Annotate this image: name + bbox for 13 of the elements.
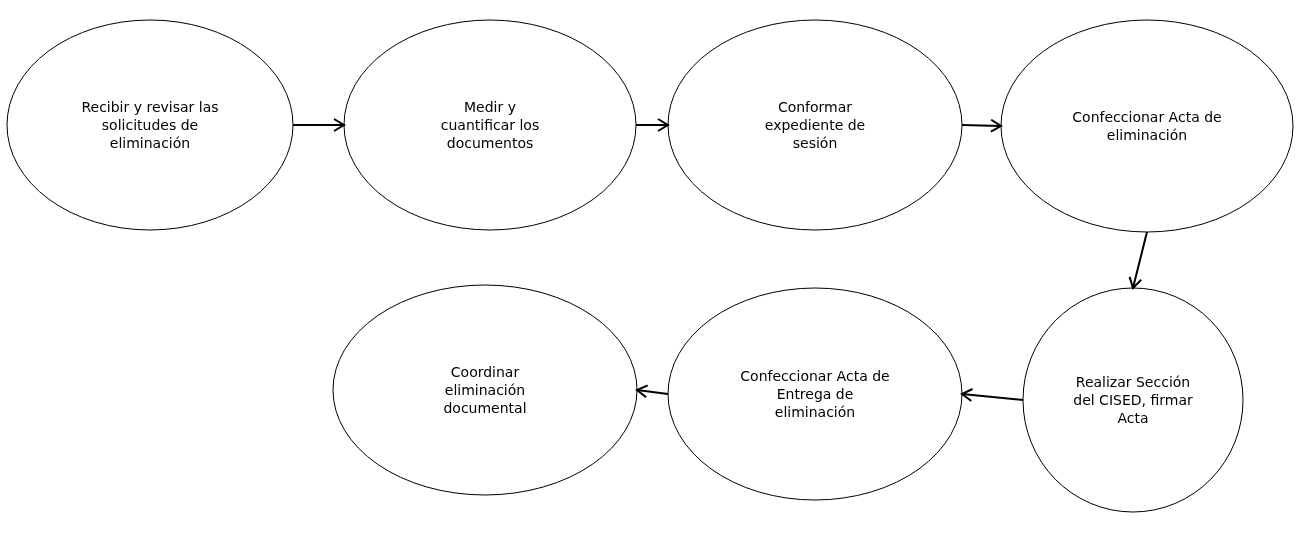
node-label: Recibir y revisar las solicitudes de eliminación [80, 98, 220, 152]
arrow [636, 384, 669, 399]
arrow [635, 118, 669, 132]
node-label: Coordinar eliminación documental [442, 363, 528, 417]
node-label: Confeccionar Acta de Entrega de eliminación [739, 367, 891, 421]
arrow [961, 118, 1002, 133]
arrow [961, 388, 1024, 402]
node-label: Conformar expediente de sesión [763, 98, 867, 152]
node-label: Confeccionar Acta de eliminación [1072, 108, 1222, 144]
node-label: Medir y cuantificar los documentos [439, 98, 541, 152]
arrow [292, 118, 345, 132]
node-label: Realizar Sección del CISED, firmar Acta [1072, 373, 1194, 427]
arrow [1128, 231, 1148, 289]
